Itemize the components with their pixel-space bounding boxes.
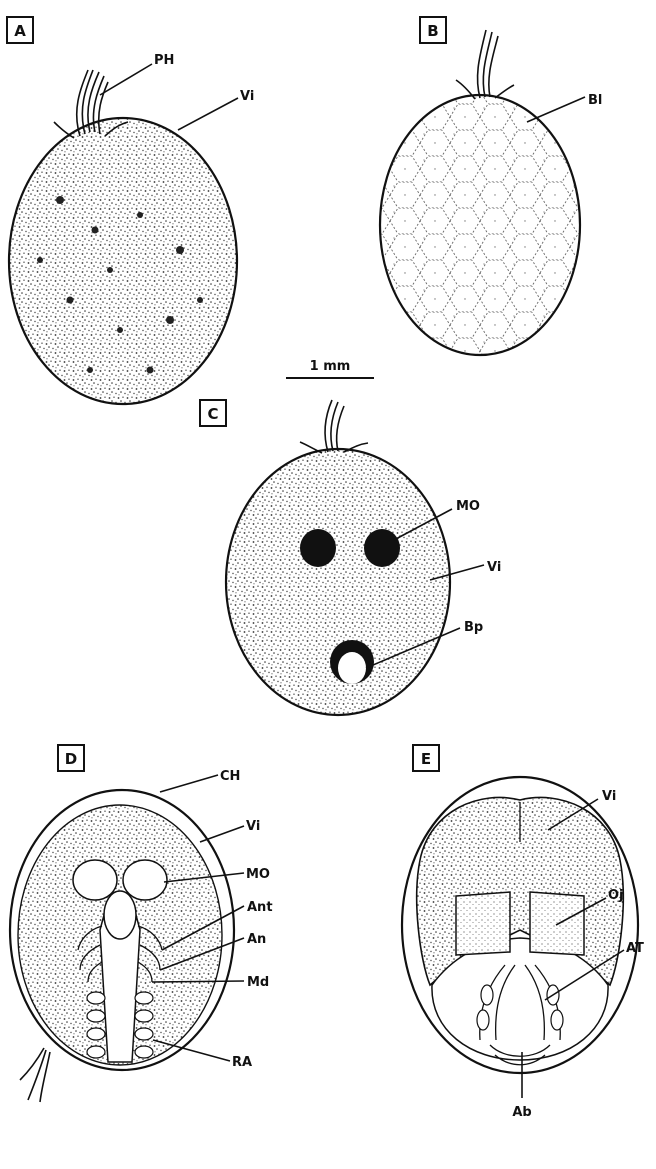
panel-e-label-at: AT — [626, 941, 644, 956]
panel-d-vi-leader — [200, 826, 244, 842]
panel-d-label-md: Md — [247, 975, 269, 990]
panel-a-vi-leader — [178, 98, 238, 130]
panel-a-label-ph: PH — [154, 53, 174, 68]
panel-d-hair-tuft — [20, 1048, 50, 1102]
panel-a-label-vi: Vi — [240, 89, 254, 104]
panel-c-right-eye-spot — [364, 529, 400, 567]
panel-b: B Bl — [380, 17, 602, 355]
panel-a-letter: A — [14, 22, 26, 40]
panel-d: D CH — [10, 745, 273, 1102]
panel-e-letter: E — [421, 750, 431, 768]
panel-c-label-vi: Vi — [487, 560, 501, 575]
panel-a-egg — [9, 118, 237, 404]
panel-d-md-leader — [152, 981, 244, 982]
panel-b-letter: B — [427, 22, 438, 40]
panel-b-label-bl: Bl — [588, 93, 602, 108]
panel-e-label-vi: Vi — [602, 789, 616, 804]
panel-d-ch-leader — [160, 775, 218, 792]
panel-c-left-eye-spot — [300, 529, 336, 567]
panel-c-letter: C — [207, 405, 218, 423]
scale-bar-label: 1 mm — [310, 359, 351, 374]
panel-e-label-ab: Ab — [512, 1105, 531, 1120]
panel-c-label-bp: Bp — [464, 620, 483, 635]
panel-e-left-eye — [456, 892, 510, 955]
panel-c: C MO Vi Bp — [200, 400, 501, 715]
panel-d-label-mo: MO — [246, 867, 270, 882]
panel-e: E Vi Oj AT Ab — [402, 745, 644, 1120]
panel-d-label-vi: Vi — [246, 819, 260, 834]
panel-d-letter: D — [65, 750, 77, 768]
panel-d-label-ch: CH — [220, 769, 240, 784]
panel-d-label-an: An — [247, 932, 266, 947]
panel-e-right-eye — [530, 892, 584, 955]
panel-d-label-ant: Ant — [247, 900, 273, 915]
panel-a-ph-leader — [100, 64, 152, 95]
panel-e-label-oj: Oj — [608, 888, 624, 903]
panel-c-blastopore — [338, 652, 366, 684]
panel-c-label-mo: MO — [456, 499, 480, 514]
panel-b-hair-tuft — [456, 30, 514, 99]
panel-a: A PH Vi — [7, 17, 254, 404]
panel-b-bl-leader — [527, 97, 585, 122]
scale-bar: 1 mm — [286, 359, 374, 378]
panel-b-egg — [380, 95, 580, 355]
panel-c-hair-tuft — [300, 400, 368, 453]
panel-d-label-ra: RA — [232, 1055, 252, 1070]
